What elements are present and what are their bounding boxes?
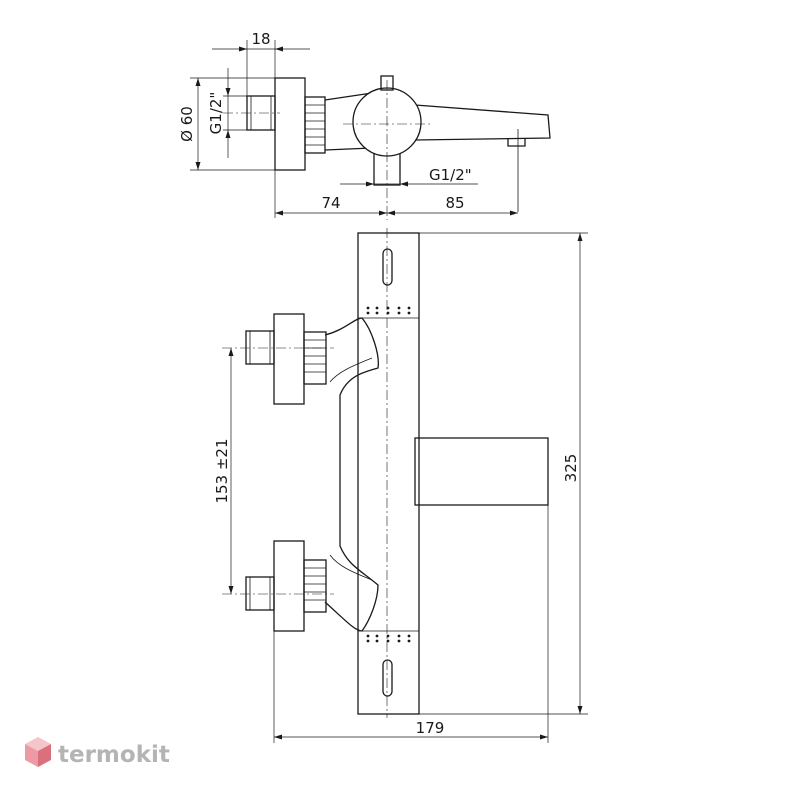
- top-view: [223, 75, 551, 220]
- top-dimensions: 18 Ø 60 G1/2" G1/2" 74 85: [178, 30, 518, 218]
- dim-top-width: 18: [251, 30, 270, 48]
- front-arm: [324, 317, 379, 632]
- dim-diameter: Ø 60: [178, 106, 196, 142]
- top-wall-plate: [274, 77, 306, 171]
- dim-offset-right: 85: [445, 194, 464, 212]
- dim-thread-bottom: G1/2": [429, 166, 472, 184]
- dim-offset-left: 74: [321, 194, 340, 212]
- front-main-body: [357, 232, 420, 715]
- lower-inlet-nipple: [245, 576, 275, 611]
- upper-nut: [303, 331, 327, 385]
- upper-wall-plate: [273, 313, 305, 405]
- lower-wall-plate: [273, 540, 305, 632]
- front-dimensions: 153 ±21 325 179: [213, 232, 588, 743]
- lower-slot: [382, 659, 393, 697]
- cube-icon: [25, 737, 51, 767]
- top-spout: [414, 104, 551, 141]
- top-arm: [324, 92, 373, 151]
- dim-thread-left: G1/2": [207, 92, 225, 135]
- upper-dots: [366, 306, 411, 315]
- top-nut: [304, 96, 326, 154]
- dim-total-height: 325: [562, 454, 580, 483]
- upper-slot: [382, 248, 393, 286]
- termokit-logo: termokit: [25, 737, 170, 768]
- front-view: [222, 228, 549, 718]
- top-aerator: [507, 138, 526, 147]
- dim-center-distance: 153 ±21: [213, 438, 231, 503]
- front-spout: [414, 437, 549, 506]
- lower-nut: [303, 559, 327, 613]
- lower-dots: [366, 634, 411, 643]
- logo-text: termokit: [58, 742, 170, 768]
- dim-total-width: 179: [416, 719, 445, 737]
- top-knob: [380, 75, 394, 91]
- upper-inlet-nipple: [245, 330, 275, 365]
